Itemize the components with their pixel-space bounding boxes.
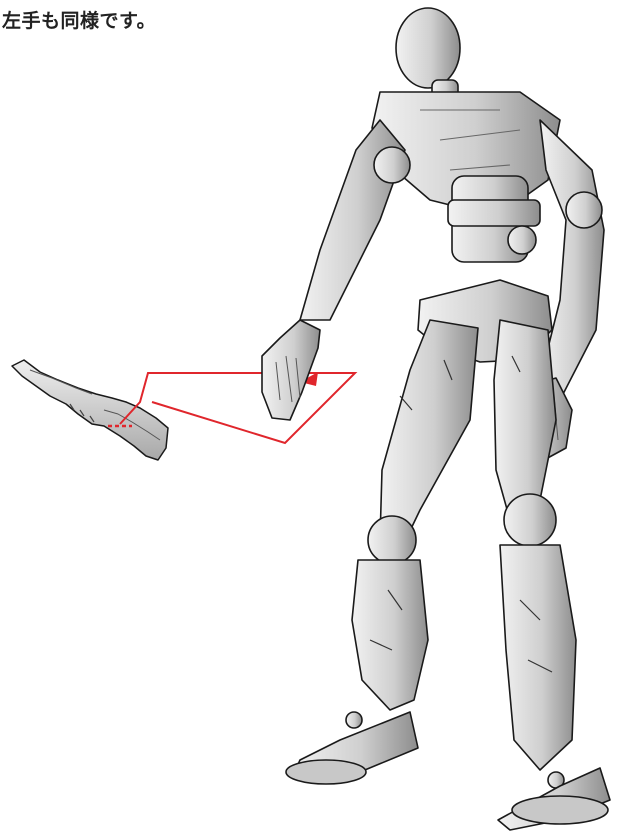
action-figure	[262, 8, 610, 830]
knife-part	[12, 360, 168, 460]
